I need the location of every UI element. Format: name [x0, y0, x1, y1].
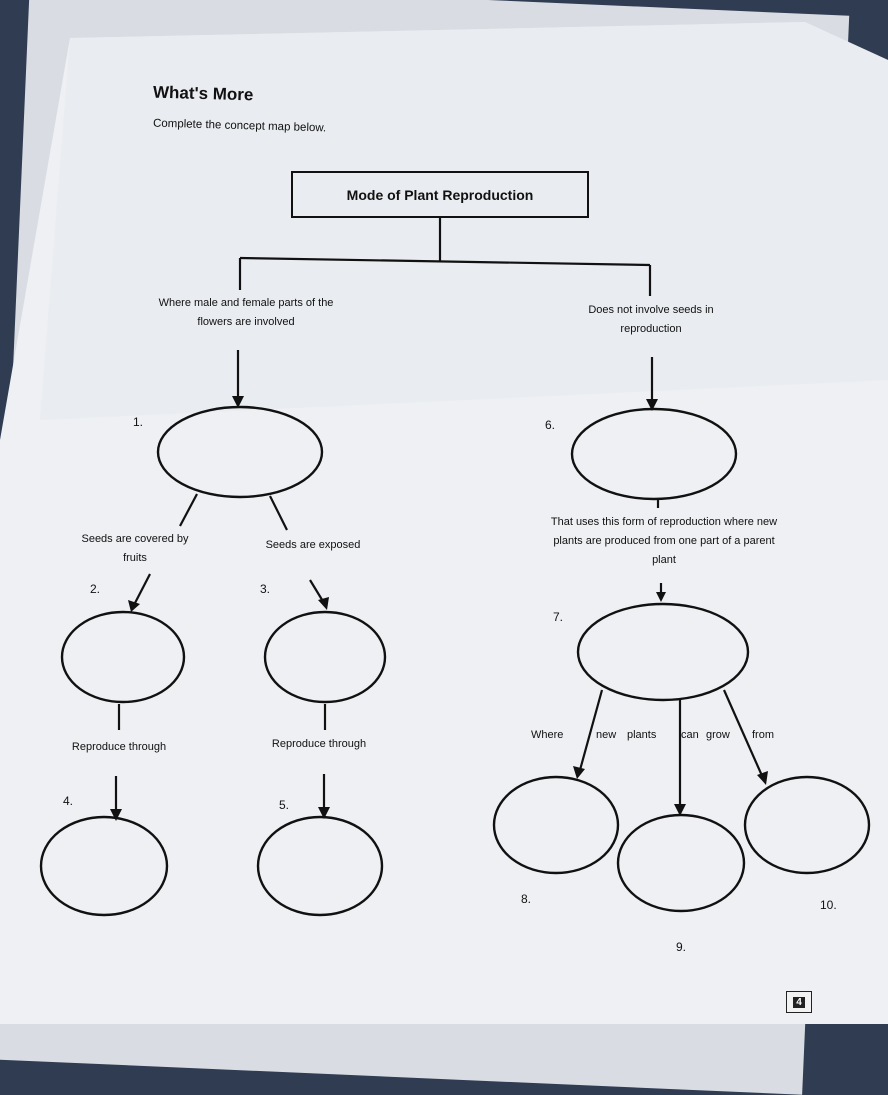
seeds-exposed-label: Seeds are exposed [265, 539, 361, 551]
can-word: can [681, 729, 699, 741]
number-1: 1. [133, 415, 144, 429]
plants-word: plants [627, 729, 657, 741]
reproduce-through-label-1: Reproduce through [71, 741, 167, 753]
number-2: 2. [90, 582, 101, 596]
arrowheads [110, 396, 768, 821]
number-3: 3. [260, 582, 271, 596]
seeds-covered-label: Seeds are covered by fruits [81, 533, 189, 564]
reproduce-through-label-2: Reproduce through [271, 738, 367, 750]
number-5: 5. [279, 798, 290, 812]
number-8: 8. [521, 892, 532, 906]
number-7: 7. [553, 610, 564, 624]
number-6: 6. [545, 418, 556, 432]
worksheet-page [0, 22, 888, 1024]
right-branch-label: Does not involve seeds in reproduction [588, 304, 714, 335]
page-number-box: 4 [786, 991, 812, 1013]
grow-word: grow [706, 729, 730, 741]
number-4: 4. [63, 794, 74, 808]
new-word: new [596, 729, 617, 741]
vegetative-description: That uses this form of reproduction wher… [550, 516, 778, 566]
root-label: Mode of Plant Reproduction [346, 187, 534, 203]
section-title: What's More [152, 82, 254, 105]
number-10: 10. [820, 898, 837, 912]
number-9: 9. [676, 940, 687, 954]
page-number: 4 [793, 996, 805, 1008]
answer-ovals [39, 405, 871, 917]
left-branch-label: Where male and female parts of the flowe… [158, 297, 334, 328]
where-word: Where [531, 729, 564, 741]
from-word: from [752, 729, 774, 741]
